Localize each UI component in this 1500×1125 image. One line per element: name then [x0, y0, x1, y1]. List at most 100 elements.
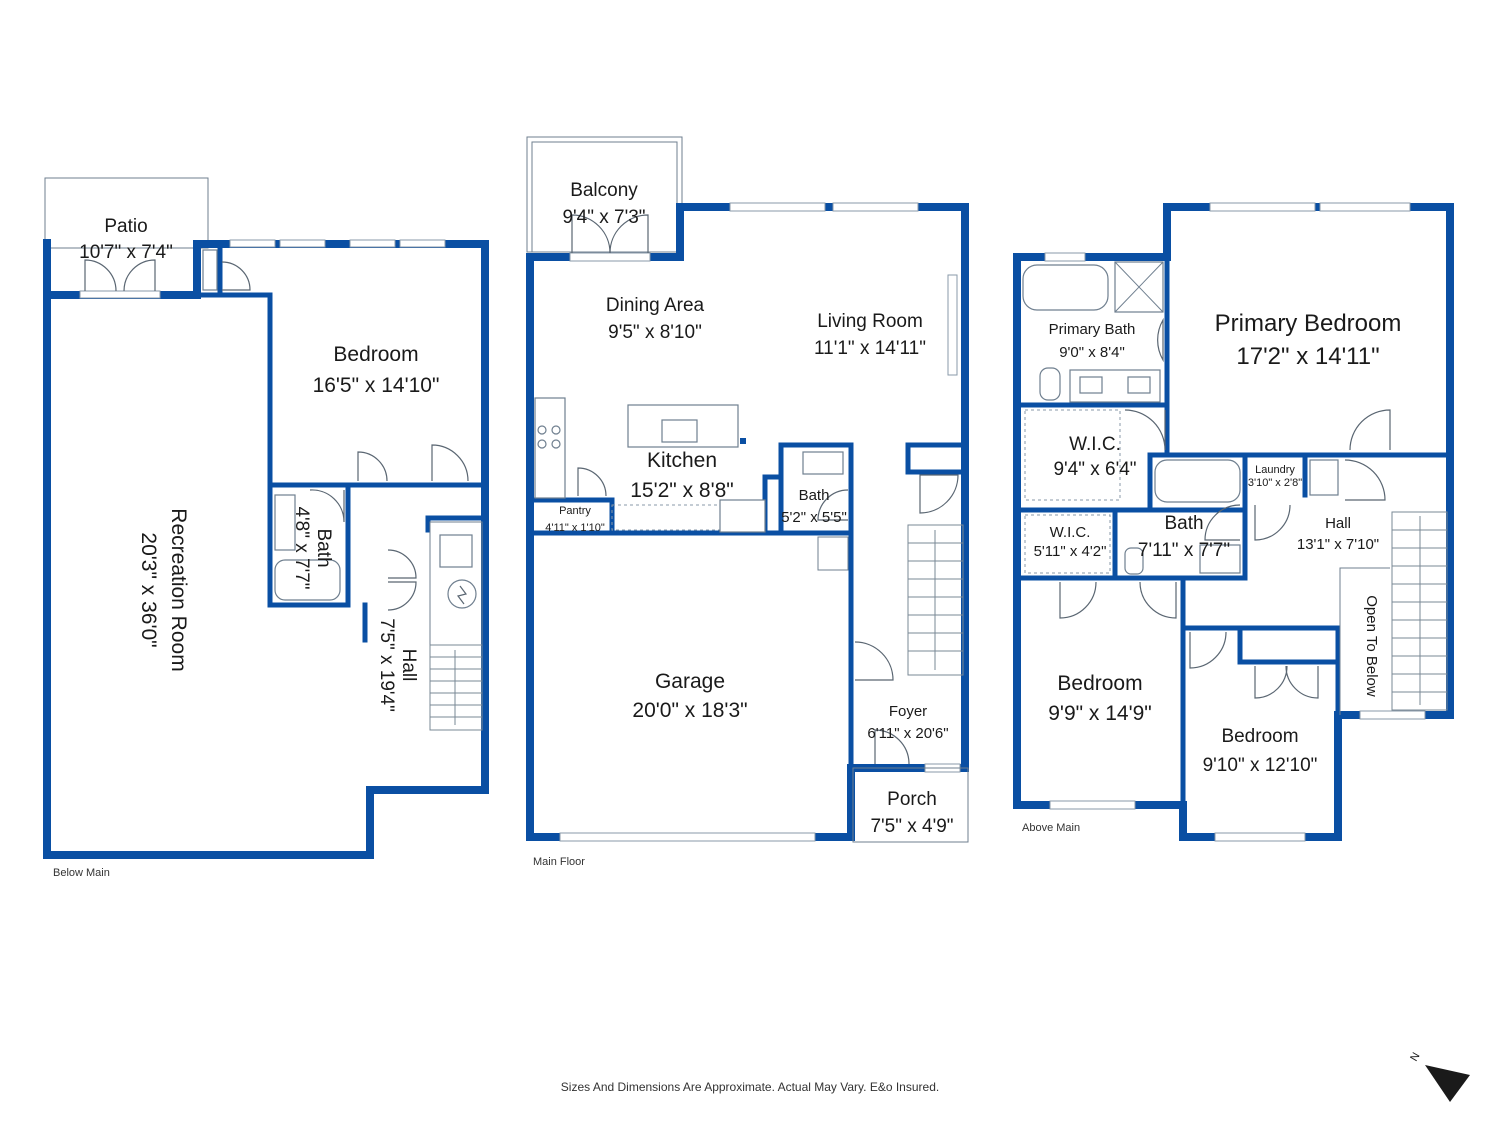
stove-burner [551, 439, 561, 449]
main-interior-wall [778, 442, 854, 536]
window [79, 290, 161, 299]
window [1359, 710, 1426, 720]
floor-main: Balcony 9'4" x 7'3" Dining Area 9'5" x 8… [526, 136, 969, 868]
door-swing [1285, 665, 1319, 699]
bathtub [1022, 264, 1109, 311]
door-swing [817, 489, 849, 521]
label-group-rec: Recreation Room 20'3" x 36'0" [137, 508, 190, 671]
room-dims-wic-1: 9'4" x 6'4" [1053, 459, 1136, 480]
room-name-primary-bedroom: Primary Bedroom [1215, 310, 1402, 337]
room-dims-wic-2: 5'11" x 4'2" [1034, 543, 1107, 560]
floor-caption-above: Above Main [1022, 822, 1080, 834]
stove-burner [537, 439, 547, 449]
fridge [719, 499, 766, 533]
room-name-pantry: Pantry [559, 505, 591, 517]
room-name-porch: Porch [887, 789, 937, 810]
room-name-bath-above: Bath [1164, 513, 1203, 534]
window [279, 239, 326, 248]
toilet [1124, 547, 1144, 575]
door-swing [571, 214, 611, 254]
room-dims-pantry: 4'11" x 1'10" [545, 522, 605, 534]
room-dims-bedroom: 16'5" x 14'10" [313, 374, 440, 397]
sink [1127, 376, 1151, 394]
room-dims-laundry: 3'10" x 2'8" [1248, 477, 1302, 489]
room-dims-rec: 20'3" x 36'0" [137, 532, 160, 647]
room-name-patio: Patio [104, 216, 147, 237]
staircase [907, 524, 964, 676]
window [569, 252, 651, 262]
closet-rod [1024, 409, 1121, 501]
door-swing [357, 451, 388, 482]
water-heater [439, 534, 473, 568]
room-name-laundry: Laundry [1255, 464, 1295, 476]
room-dims-patio: 10'7" x 7'4" [79, 242, 173, 263]
room-name-rec: Recreation Room [167, 508, 190, 671]
room-dims-primary-bath: 9'0" x 8'4" [1059, 344, 1125, 361]
room-name-living: Living Room [817, 311, 923, 332]
room-dims-foyer: 6'11" x 20'6" [867, 725, 948, 742]
room-dims-bath: 4'8" x 7'7" [291, 506, 312, 589]
window [229, 239, 276, 248]
room-name-foyer: Foyer [889, 703, 927, 720]
room-name-kitchen: Kitchen [647, 449, 717, 472]
door-swing [1204, 504, 1241, 541]
electrical-symbol [456, 585, 468, 605]
door-swing [919, 474, 959, 514]
balcony-outline-inner [531, 141, 678, 253]
window [1209, 202, 1316, 212]
window [947, 274, 958, 376]
door-swing [1139, 581, 1177, 619]
door-swing [609, 214, 649, 254]
label-group-bath-below: Bath 4'8" x 7'7" [291, 506, 334, 589]
porch-outline [852, 767, 969, 843]
door-swing [221, 261, 251, 291]
garage-step [817, 536, 849, 571]
room-dims-primary-bedroom: 17'2" x 14'11" [1236, 343, 1379, 370]
room-dims-hall: 7'5" x 19'4" [376, 618, 397, 712]
room-dims-hall-above: 13'1" x 7'10" [1297, 536, 1379, 553]
floor-above-main: Primary Bath 9'0" x 8'4" Primary Bedroom… [1013, 202, 1454, 842]
room-name-bedroom-2: Bedroom [1057, 672, 1142, 695]
room-dims-dining: 9'5" x 8'10" [608, 322, 702, 343]
door-swing [577, 467, 607, 497]
door-swing [1124, 409, 1166, 451]
window [399, 239, 446, 248]
below-interior-wall [194, 292, 348, 608]
bathtub [1154, 459, 1241, 503]
label-group-hall-below: Hall 7'5" x 19'4" [376, 618, 419, 712]
room-name-wic-1: W.I.C. [1069, 434, 1121, 455]
room-name-bedroom: Bedroom [333, 343, 418, 366]
garage-door [559, 832, 816, 842]
closet-rod [1024, 514, 1111, 574]
room-dims-porch: 7'5" x 4'9" [870, 816, 953, 837]
window [729, 202, 826, 212]
room-dims-kitchen: 15'2" x 8'8" [630, 479, 734, 502]
room-name-balcony: Balcony [570, 180, 638, 201]
door-swing [1059, 581, 1097, 619]
compass: N [1408, 1051, 1470, 1102]
sink [1079, 376, 1103, 394]
vanity [274, 494, 296, 551]
window [1319, 202, 1411, 212]
room-name-bedroom-3: Bedroom [1221, 726, 1298, 747]
vanity [1199, 544, 1241, 574]
label-open-to-below: Open To Below [1363, 595, 1380, 697]
door-swing [1157, 317, 1164, 363]
door-swing [1254, 504, 1291, 541]
above-interior-wall [1237, 625, 1338, 665]
door-swing [1349, 409, 1391, 451]
floor-below-main: Patio 10'7" x 7'4" Bedroom 16'5" x 14'10… [43, 177, 489, 879]
door-swing [854, 641, 894, 681]
room-name-bath: Bath [313, 528, 334, 567]
window [349, 239, 396, 248]
toilet [1039, 367, 1061, 401]
door-swing [123, 259, 156, 292]
room-name-wic-2: W.I.C. [1050, 524, 1091, 541]
room-dims-balcony: 9'4" x 7'3" [562, 207, 645, 228]
below-outer-wall [43, 239, 489, 859]
disclaimer: Sizes And Dimensions Are Approximate. Ac… [561, 1080, 939, 1094]
room-dims-bath: 5'2" x 5'5" [781, 509, 847, 526]
door-swing [1254, 665, 1288, 699]
room-dims-bath-above: 7'11" x 7'7" [1138, 540, 1230, 561]
